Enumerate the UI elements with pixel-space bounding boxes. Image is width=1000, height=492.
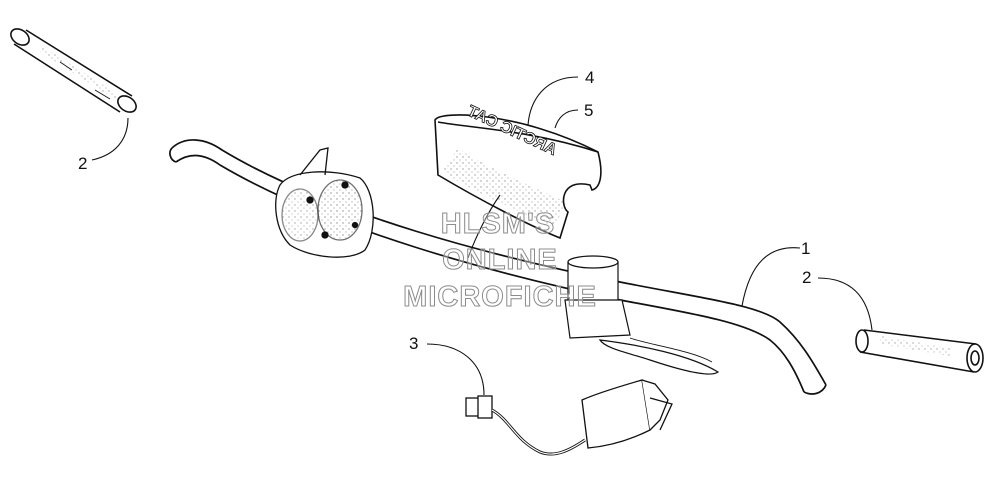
callout-3: 3 [409, 334, 418, 353]
brake-master-cylinder [564, 255, 720, 375]
throttle-switch-harness [465, 379, 673, 456]
leader-lines [91, 76, 873, 396]
watermark-line-3: MICROFICHE [403, 281, 597, 314]
watermark-line-2: ONLINE [442, 244, 558, 277]
callout-2-left: 2 [78, 154, 87, 173]
left-switch-housing [275, 147, 374, 258]
right-grip [855, 329, 984, 373]
callout-4: 4 [585, 68, 594, 87]
watermark-line-1: HLSM'S [440, 208, 556, 241]
callout-1: 1 [801, 239, 810, 258]
handlebar-pad [434, 114, 602, 240]
callout-2-right: 2 [802, 268, 811, 287]
callout-5: 5 [584, 101, 593, 120]
left-grip [10, 28, 137, 113]
